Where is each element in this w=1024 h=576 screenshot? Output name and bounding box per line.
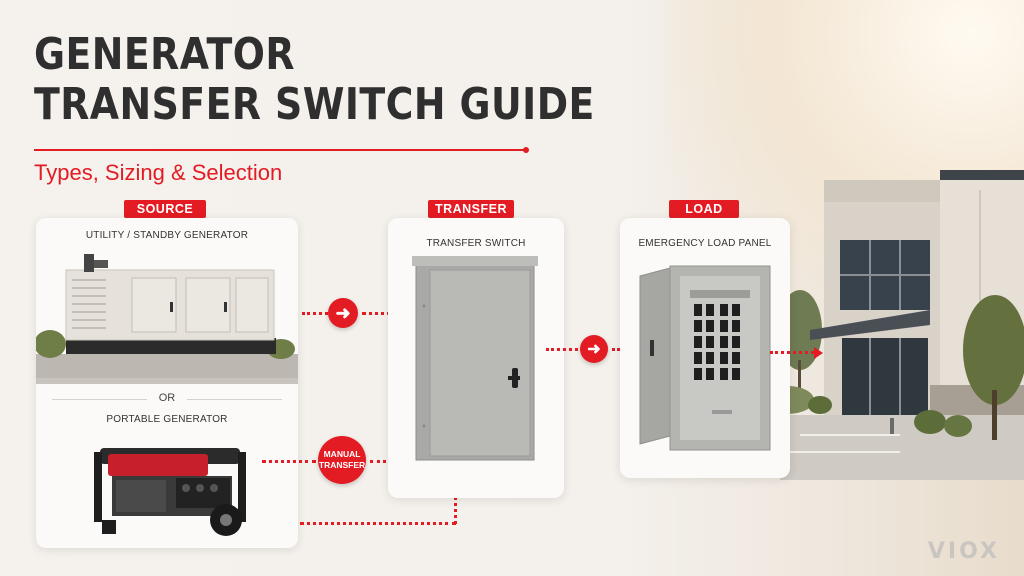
- flow-line-standby-2: [362, 312, 398, 315]
- standby-generator-label: UTILITY / STANDBY GENERATOR: [85, 230, 249, 241]
- load-tag: LOAD: [669, 200, 739, 218]
- flow-line-portable-2: [370, 460, 398, 463]
- arrow-right-icon: ➜: [328, 298, 358, 328]
- source-card: UTILITY / STANDBY GENERATOR OR PORTABLE …: [36, 218, 298, 548]
- load-panel-illustration: [639, 265, 771, 451]
- load-card: EMERGENCY LOAD PANEL: [620, 218, 790, 478]
- brand-logo: VIOX: [927, 539, 1000, 564]
- transfer-tag: TRANSFER: [428, 200, 514, 218]
- source-tag: SOURCE: [124, 200, 206, 218]
- or-divider-text: OR: [147, 392, 187, 404]
- emergency-load-panel-label: EMERGENCY LOAD PANEL: [638, 238, 772, 249]
- flow-line-portable-1: [262, 460, 316, 463]
- portable-generator-illustration: [94, 448, 246, 536]
- page-title: GENERATOR TRANSFER SWITCH GUIDE: [34, 30, 595, 130]
- flow-line-transfer-1: [546, 348, 578, 351]
- arrow-right-icon: ➜: [580, 335, 608, 363]
- page-subtitle: Types, Sizing & Selection: [34, 160, 283, 185]
- standby-generator-illustration: [36, 254, 298, 384]
- transfer-switch-illustration: [412, 256, 538, 461]
- title-line-2: TRANSFER SWITCH GUIDE: [34, 79, 595, 130]
- flow-line-standby-1: [302, 312, 328, 315]
- manual-transfer-badge: MANUAL TRANSFER: [318, 436, 366, 484]
- transfer-switch-label: TRANSFER SWITCH: [426, 238, 526, 249]
- transfer-card: TRANSFER SWITCH: [388, 218, 564, 498]
- flow-arrowhead-load: [814, 347, 823, 359]
- portable-generator-label: PORTABLE GENERATOR: [106, 414, 228, 425]
- flow-line-vertical: [454, 480, 457, 524]
- title-underline: [34, 147, 529, 153]
- title-line-1: GENERATOR: [34, 29, 295, 80]
- commercial-building-illustration: [780, 170, 1024, 480]
- flow-line-load: [770, 351, 814, 354]
- flow-line-bottom: [300, 522, 456, 525]
